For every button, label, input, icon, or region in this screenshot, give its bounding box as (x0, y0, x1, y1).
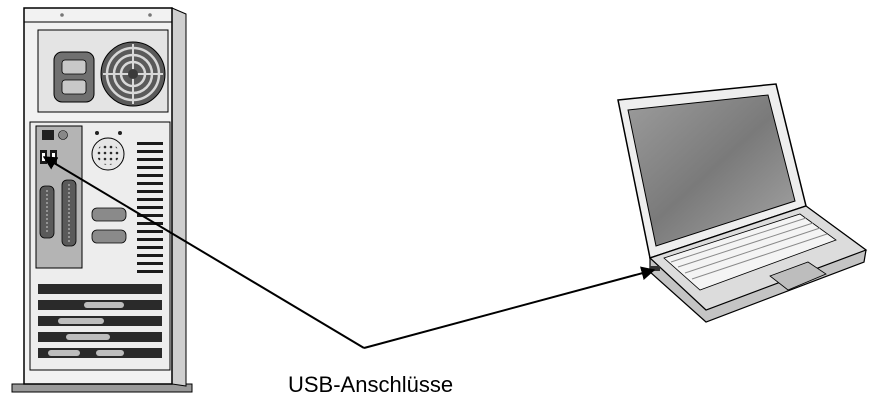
fan-icon (100, 41, 166, 107)
expansion-slots (38, 284, 162, 358)
laptop-icon (617, 83, 868, 323)
usb-connection-arrows (42, 156, 656, 349)
desktop-tower-icon (11, 7, 193, 393)
vent-slots (137, 142, 163, 273)
usb-ports-caption: USB-Anschlüsse (288, 372, 454, 397)
